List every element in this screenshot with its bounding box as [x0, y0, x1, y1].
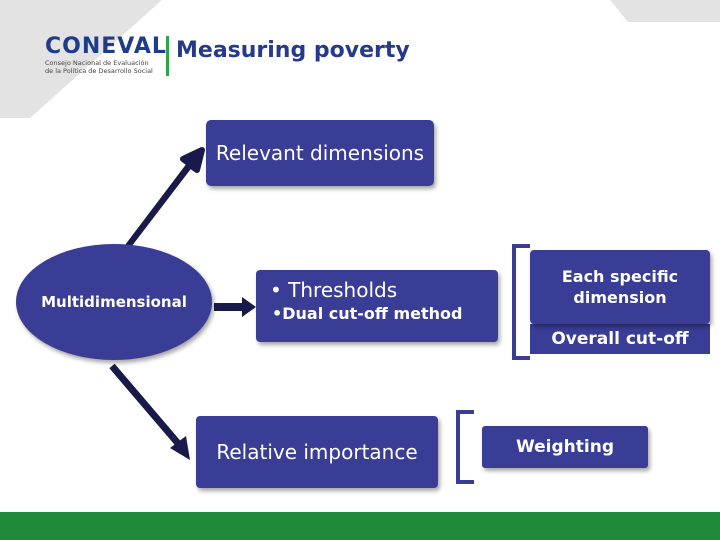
overall-cutoff-label: Overall cut-off	[551, 329, 689, 349]
weighting-box: Weighting	[482, 426, 648, 468]
relative-importance-label: Relative importance	[216, 440, 418, 464]
right-arrow-head	[242, 297, 256, 317]
relevant-dimensions-box: Relevant dimensions	[206, 120, 434, 186]
top-right-corner-decoration	[610, 0, 720, 22]
up-arrow	[111, 147, 205, 257]
bracket-lower	[456, 410, 474, 484]
each-specific-dimension-box: Each specific dimension	[530, 250, 710, 324]
down-arrow-head	[170, 436, 190, 460]
multidimensional-label: Multidimensional	[41, 293, 187, 311]
footer-bar	[0, 512, 720, 540]
thresholds-bullet: • Thresholds	[270, 278, 398, 302]
logo-wordmark: CONEVAL	[45, 34, 167, 59]
title-divider	[166, 36, 169, 76]
dual-cutoff-bullet: •Dual cut-off method	[272, 304, 463, 323]
each-specific-dimension-label: Each specific dimension	[561, 267, 679, 307]
logo-subtitle-line2: de la Política de Desarrollo Social	[45, 67, 153, 75]
top-left-corner-decoration	[0, 0, 162, 118]
weighting-label: Weighting	[516, 437, 614, 457]
coneval-logo: CONEVAL Consejo Nacional de Evaluación d…	[40, 34, 166, 80]
overall-cutoff-box	[530, 324, 710, 354]
relative-importance-box: Relative importance	[196, 416, 438, 488]
page-title: Measuring poverty	[176, 38, 410, 63]
thresholds-box: • Thresholds •Dual cut-off method	[256, 270, 498, 342]
relevant-dimensions-label: Relevant dimensions	[215, 140, 425, 165]
multidimensional-node: Multidimensional	[16, 244, 212, 360]
down-arrow	[109, 363, 185, 451]
logo-subtitle-line1: Consejo Nacional de Evaluación	[45, 59, 149, 67]
bracket-upper	[512, 244, 530, 360]
